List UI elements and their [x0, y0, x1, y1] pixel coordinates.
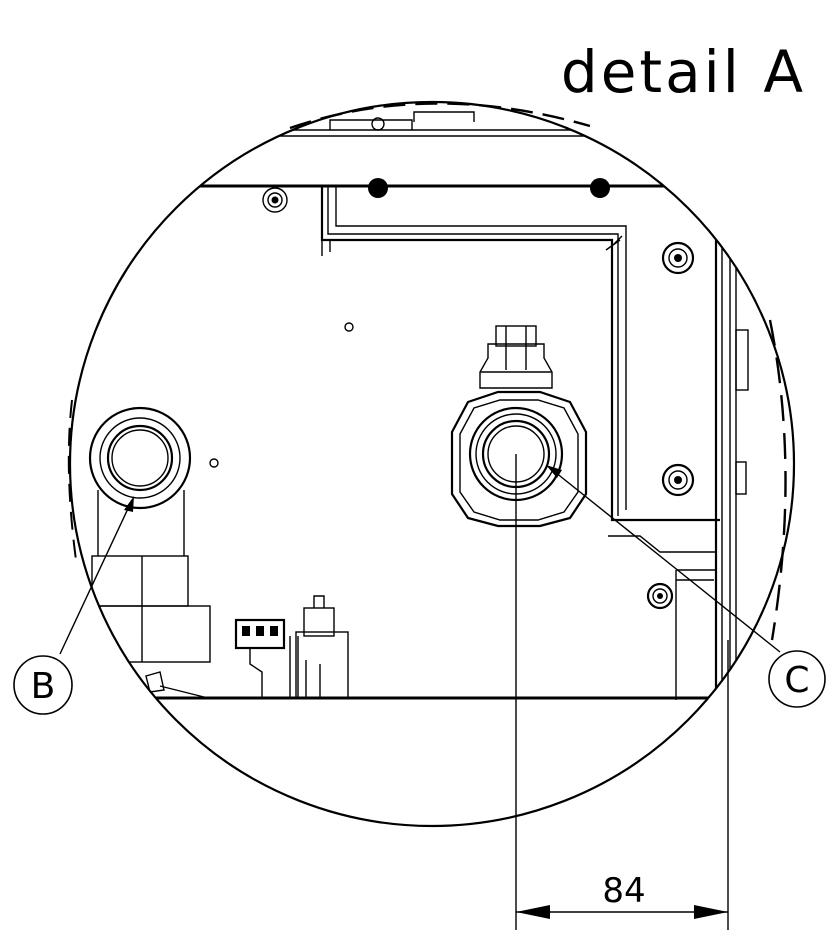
dimension-value: 84	[602, 871, 645, 911]
dashed-boundary-right	[768, 319, 787, 641]
leader-c-arrow	[546, 465, 562, 478]
callout-c: C	[768, 650, 826, 708]
callout-b-label: B	[31, 666, 56, 707]
detail-circle	[68, 100, 796, 828]
connector	[234, 595, 349, 699]
dashed-boundary-top	[289, 102, 591, 130]
callout-c-label: C	[784, 660, 809, 701]
leader-b-arrow	[124, 496, 134, 512]
detail-title: detail A	[561, 38, 806, 106]
screw-right-upper	[661, 241, 695, 275]
leader-c	[549, 467, 781, 653]
screw-top-left	[262, 187, 288, 213]
dashed-boundary-left	[67, 399, 77, 561]
leader-b	[59, 499, 133, 655]
dimension-arrow-left	[516, 905, 550, 919]
callout-b: B	[13, 655, 73, 715]
dimension-84: 84	[515, 454, 729, 930]
pipe-fitting-b	[88, 406, 211, 699]
detail-interior	[70, 111, 794, 700]
valve-c	[450, 325, 588, 528]
screw-right-lower	[646, 582, 674, 610]
dimension-arrow-right	[694, 905, 728, 919]
screw-right-mid	[661, 463, 695, 497]
